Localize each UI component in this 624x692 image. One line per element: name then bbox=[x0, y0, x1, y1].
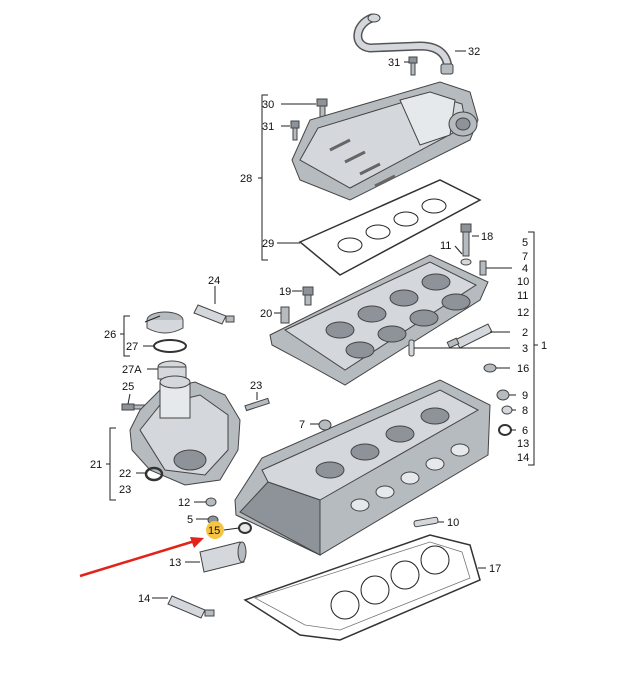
label-12: 12 bbox=[178, 497, 190, 509]
seal-ring-27 bbox=[153, 339, 187, 353]
cylinder-head bbox=[234, 379, 491, 556]
label-7-right: 7 bbox=[522, 251, 528, 263]
bolt-31-top bbox=[408, 56, 418, 76]
dowel-3 bbox=[408, 339, 415, 357]
timing-cover bbox=[129, 375, 241, 486]
plug-9 bbox=[496, 389, 510, 401]
bracket-28 bbox=[258, 94, 268, 261]
camshaft-housing bbox=[269, 254, 489, 386]
label-23-top: 23 bbox=[250, 380, 262, 392]
label-4-right: 4 bbox=[522, 263, 528, 275]
label-10-right: 10 bbox=[517, 276, 529, 288]
part-labels: 32 31 30 31 28 29 11 18 5 7 4 10 11 12 1… bbox=[90, 46, 547, 605]
bolt-18 bbox=[460, 223, 472, 266]
label-3-right: 3 bbox=[522, 343, 528, 355]
label-13-right: 13 bbox=[517, 438, 529, 450]
dowel-10 bbox=[413, 516, 439, 528]
sealant-tube-14 bbox=[167, 595, 215, 619]
stud-23 bbox=[244, 397, 270, 412]
label-23: 23 bbox=[119, 484, 131, 496]
red-pointer-arrow bbox=[79, 537, 204, 578]
label-16: 16 bbox=[517, 363, 529, 375]
label-15: 15 bbox=[208, 525, 220, 537]
sleeve-13 bbox=[199, 541, 247, 573]
label-8-right: 8 bbox=[522, 405, 528, 417]
breather-hose bbox=[353, 13, 454, 75]
label-11-right: 11 bbox=[517, 290, 528, 302]
label-31-top: 31 bbox=[388, 57, 400, 69]
label-27: 27 bbox=[126, 341, 138, 353]
seal-ring-22 bbox=[144, 466, 164, 482]
label-18: 18 bbox=[481, 231, 493, 243]
plug-7 bbox=[318, 419, 332, 431]
valve-cover-gasket bbox=[298, 179, 482, 276]
bracket-21 bbox=[106, 427, 116, 501]
label-9-right: 9 bbox=[522, 390, 528, 402]
label-20: 20 bbox=[260, 308, 272, 320]
label-13: 13 bbox=[169, 557, 181, 569]
label-25: 25 bbox=[122, 381, 134, 393]
plug-16 bbox=[483, 363, 497, 373]
label-7: 7 bbox=[299, 419, 305, 431]
valve-cover bbox=[291, 81, 479, 201]
head-gasket bbox=[243, 534, 481, 641]
label-1-right: 1 bbox=[541, 340, 547, 352]
label-29: 29 bbox=[262, 238, 274, 250]
sealant-tube-2 bbox=[446, 323, 493, 349]
label-11-top: 11 bbox=[440, 240, 451, 252]
label-21: 21 bbox=[90, 459, 102, 471]
label-14-right: 14 bbox=[517, 452, 529, 464]
plug-8 bbox=[501, 405, 513, 415]
bracket-1 bbox=[528, 231, 538, 466]
label-10: 10 bbox=[447, 517, 459, 529]
plug-12 bbox=[205, 497, 217, 507]
label-5: 5 bbox=[187, 514, 193, 526]
bracket-26 bbox=[120, 315, 130, 357]
oil-filler-cap bbox=[146, 311, 184, 334]
label-12-right: 12 bbox=[517, 307, 529, 319]
seal-15 bbox=[238, 522, 252, 534]
label-28: 28 bbox=[240, 173, 252, 185]
label-2-right: 2 bbox=[522, 327, 528, 339]
sealant-tube-24 bbox=[193, 304, 235, 325]
bolt-4 bbox=[479, 260, 487, 276]
seal-6 bbox=[498, 424, 512, 436]
leader-lines bbox=[127, 50, 516, 599]
label-14: 14 bbox=[138, 593, 150, 605]
label-5-right: 5 bbox=[522, 237, 528, 249]
label-31: 31 bbox=[262, 121, 274, 133]
label-27A: 27A bbox=[122, 364, 142, 376]
label-19: 19 bbox=[279, 286, 291, 298]
label-26: 26 bbox=[104, 329, 116, 341]
bolt-31-left bbox=[290, 120, 300, 141]
label-17: 17 bbox=[489, 563, 501, 575]
label-22: 22 bbox=[119, 468, 131, 480]
highlight-15 bbox=[206, 521, 224, 539]
bolt-19 bbox=[302, 286, 314, 306]
label-30: 30 bbox=[262, 99, 274, 111]
label-24: 24 bbox=[208, 275, 220, 287]
label-6-right: 6 bbox=[522, 425, 528, 437]
bolt-20 bbox=[280, 306, 290, 324]
label-32: 32 bbox=[468, 46, 480, 58]
